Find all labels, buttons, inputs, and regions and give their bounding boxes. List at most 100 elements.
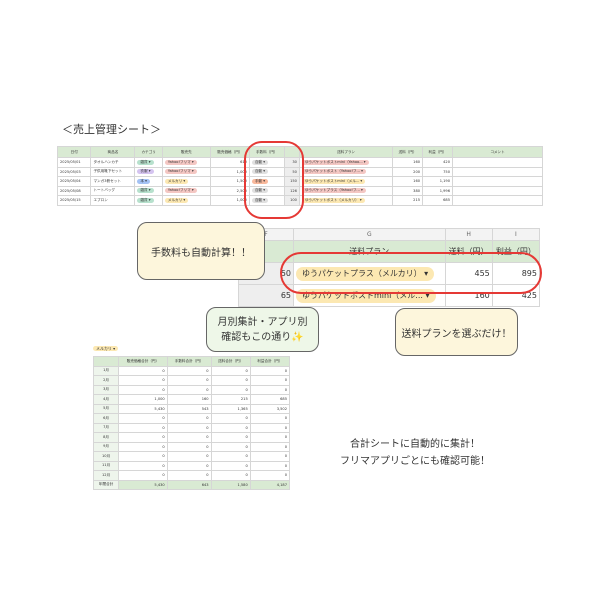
sheet-title: ＜売上管理シート＞ (62, 123, 161, 136)
column-header: コメント (452, 146, 543, 158)
shipping-plan-dropdown[interactable]: ゆうパケットプラス（メルカリ） ▾ (296, 266, 435, 281)
value-cell: 0 (118, 375, 168, 386)
shipping-plan-value: ゆうパケットポスト（メルカリ） (304, 197, 359, 202)
fee-callout-text: 手数料も自動計算！！ (151, 247, 251, 259)
shop-cell[interactable]: メルカリ ▾ (161, 195, 211, 206)
shop-cell[interactable]: メルカリ ▾ (161, 176, 211, 187)
shop-dropdown[interactable]: メルカリ ▾ (164, 197, 189, 203)
app-filter-dropdown[interactable]: メルカリ ▾ (93, 346, 119, 351)
value-cell: 0 (210, 441, 251, 452)
shop-cell[interactable]: Yahoo!フリマ ▾ (161, 185, 211, 196)
shipping-plan-dropdown[interactable]: ゆうパケットポスト（メルカリ） ▾ (301, 197, 365, 203)
shop-dropdown[interactable]: Yahoo!フリマ ▾ (164, 188, 197, 194)
chevron-down-icon: ▾ (143, 178, 147, 183)
monthly-callout-line1: 月別集計・アプリ別 (217, 316, 308, 328)
category-cell[interactable]: 衣服 ▾ (134, 166, 163, 177)
category-value: 衣服 (140, 169, 148, 174)
shipping-plan-cell[interactable]: ゆうパケットポスト（メルカリ） ▾ (298, 195, 394, 206)
category-dropdown[interactable]: 雑貨 ▾ (137, 188, 154, 194)
shipping-plan-dropdown[interactable]: ゆうパケットプラス（Yahoo!フ... ▾ (301, 188, 366, 194)
date-cell: 2025/05/08 (56, 185, 92, 196)
category-cell[interactable]: 本 ▾ (134, 176, 163, 187)
value-cell: 0 (249, 441, 291, 452)
fee-mode-value: 自動 (254, 188, 263, 193)
fee-mode-dropdown[interactable]: 手動 ▾ (251, 178, 269, 184)
value-cell: 0 (166, 422, 212, 433)
category-cell[interactable]: 雑貨 ▾ (134, 157, 163, 168)
profit-cell: 420 (422, 157, 453, 168)
item-cell: タオルハンカチ (90, 157, 136, 168)
column-header: 送料（円） (444, 240, 493, 263)
column-header: 送料（円） (392, 146, 424, 158)
shipping-plan-dropdown[interactable]: ゆうパケットポストmini（Yahoo... ▾ (301, 159, 369, 165)
value-cell: 0 (118, 432, 168, 443)
shop-dropdown[interactable]: メルカリ ▾ (164, 178, 189, 184)
value-cell: 0 (249, 422, 291, 433)
value-cell: 0 (166, 365, 212, 376)
value-cell: 0 (249, 470, 291, 481)
value-cell: 0 (118, 365, 168, 376)
shipping-plan-cell[interactable]: ゆうパケットポストmini（メル... ▾ (298, 176, 394, 187)
shipping-plan-dropdown[interactable]: ゆうパケットポストmini（メル... ▾ (301, 178, 366, 184)
value-cell: 1,365 (210, 403, 251, 414)
shop-value: Yahoo!フリマ (167, 188, 191, 193)
comment-cell[interactable] (452, 176, 543, 187)
fee-mode-dropdown[interactable]: 自動 ▾ (251, 169, 269, 175)
total-cell: 1,580 (210, 479, 251, 490)
value-cell: 0 (210, 375, 251, 386)
fee-mode-value: 自動 (254, 159, 263, 164)
value-cell: 0 (249, 384, 291, 395)
value-cell: 0 (118, 470, 168, 481)
shipping-plan-cell[interactable]: ゆうパケットプラス（Yahoo!フ... ▾ (298, 185, 394, 196)
value-cell: 0 (210, 413, 251, 424)
shipping-plan-value: ゆうパケットポストmini（メル... (304, 178, 360, 183)
total-cell: 643 (166, 479, 212, 490)
value-cell: 0 (118, 413, 168, 424)
profit-cell: 750 (422, 166, 453, 177)
shipping-plan-cell[interactable]: ゆうパケットポスト（Yahoo!フ... ▾ (298, 166, 394, 177)
fee-mode-dropdown[interactable]: 自動 ▾ (251, 188, 269, 194)
fee-mode-dropdown[interactable]: 自動 ▾ (251, 197, 269, 203)
column-header: 送料プラン (293, 240, 446, 263)
column-letter: I (491, 228, 541, 241)
chevron-down-icon: ▾ (147, 169, 151, 174)
chevron-down-icon: ▾ (147, 159, 151, 164)
chevron-down-icon: ▾ (359, 178, 363, 183)
shop-cell[interactable]: Yahoo!フリマ ▾ (161, 166, 211, 177)
category-cell[interactable]: 雑貨 ▾ (134, 185, 163, 196)
value-cell: 160 (166, 394, 212, 405)
category-dropdown[interactable]: 本 ▾ (137, 178, 150, 184)
value-cell: 0 (166, 375, 212, 386)
month-label: 9月 (92, 441, 120, 452)
column-header: 手数料合計（円） (166, 356, 212, 367)
category-dropdown[interactable]: 衣服 ▾ (137, 169, 154, 175)
value-cell: 0 (249, 432, 291, 443)
chevron-down-icon: ▾ (262, 188, 266, 193)
category-cell[interactable]: 雑貨 ▾ (134, 195, 163, 206)
comment-cell[interactable] (452, 185, 543, 196)
caption-line1: 合計シートに自動的に集計！ (350, 439, 480, 450)
comment-cell[interactable] (452, 195, 543, 206)
item-cell: トートバッグ (90, 185, 136, 196)
month-label: 7月 (92, 422, 120, 433)
category-dropdown[interactable]: 雑貨 ▾ (137, 159, 154, 165)
item-cell: 子供用靴下セット (90, 166, 136, 177)
comment-cell[interactable] (452, 166, 543, 177)
category-dropdown[interactable]: 雑貨 ▾ (137, 197, 154, 203)
comment-cell[interactable] (452, 157, 543, 168)
shipping-plan-dropdown[interactable]: ゆうパケットポスト（Yahoo!フ... ▾ (301, 169, 366, 175)
column-header: 日付 (56, 146, 92, 158)
shop-dropdown[interactable]: Yahoo!フリマ ▾ (164, 159, 197, 165)
price-cell: 1,000 (209, 195, 250, 206)
item-cell: エプロン (90, 195, 136, 206)
shop-dropdown[interactable]: Yahoo!フリマ ▾ (164, 169, 197, 175)
shipping-plan-cell[interactable]: ゆうパケットポストmini（Yahoo... ▾ (298, 157, 394, 168)
fee-mode-dropdown[interactable]: 自動 ▾ (251, 159, 269, 165)
shop-cell[interactable]: Yahoo!フリマ ▾ (161, 157, 211, 168)
column-header: 利益合計（円） (249, 356, 291, 367)
